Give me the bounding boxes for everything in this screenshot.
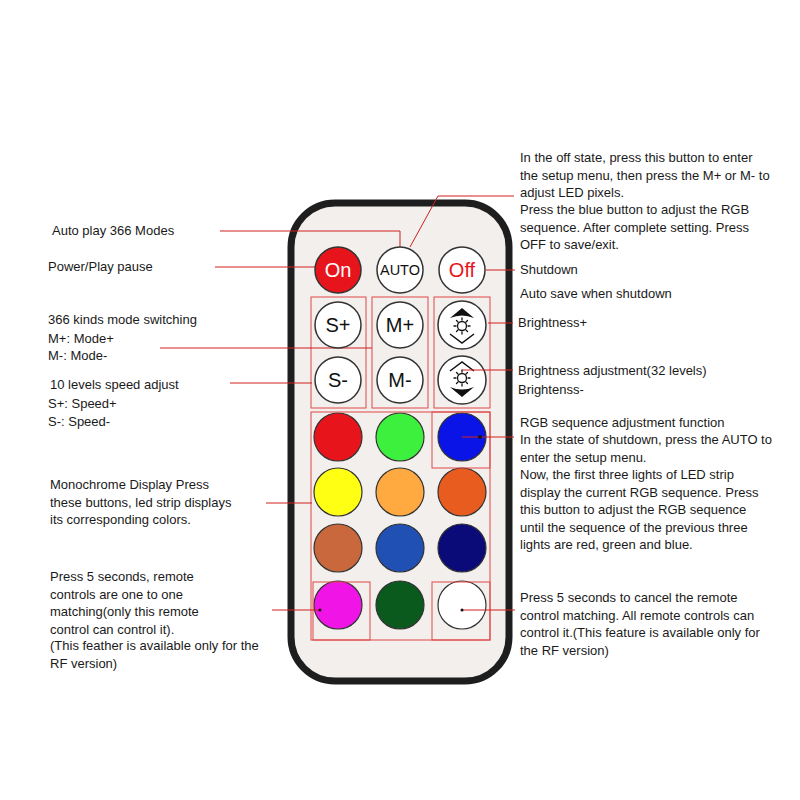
- callout-text: 10 levels speed adjust: [50, 376, 179, 394]
- button-label: On: [325, 259, 352, 282]
- callout-text: Monochrome Display Press these buttons, …: [50, 476, 242, 529]
- button-circle: [377, 357, 423, 403]
- callout-label: In the state of shutdown, press the AUTO…: [520, 432, 772, 465]
- button-label: AUTO: [380, 262, 420, 278]
- brightness-up-button: [438, 301, 486, 349]
- callout-label: S-: Speed-: [48, 414, 110, 429]
- button-label: M+: [386, 314, 414, 337]
- remote-button: Off: [438, 246, 486, 294]
- button-label: S-: [328, 369, 348, 392]
- callout-text: Auto save when shutdown: [520, 285, 672, 303]
- callout-text: In the off state, press this button to e…: [520, 149, 772, 202]
- callout-text: M-: Mode-: [48, 347, 107, 365]
- callout-text: Press 5 seconds to cancel the remote con…: [520, 589, 772, 659]
- button-label: S+: [325, 314, 350, 337]
- callout-label: Auto play 366 Modes: [52, 223, 174, 238]
- button-label: Off: [449, 259, 475, 282]
- color-buttons: [314, 413, 486, 629]
- leader-lines: [160, 196, 515, 610]
- callout-label: In the off state, press this button to e…: [520, 150, 770, 200]
- button-circle: [315, 247, 361, 293]
- callout-text: Brightenss-: [518, 381, 584, 399]
- callout-label: Press 5 seconds, remote controls are one…: [50, 569, 199, 637]
- callout-label: Auto save when shutdown: [520, 286, 672, 301]
- button-circle: [377, 302, 423, 348]
- callout-text: Shutdown: [520, 261, 578, 279]
- callout-text: 366 kinds mode switching: [48, 311, 197, 329]
- remote-button: M-: [376, 356, 424, 404]
- callout-label: Power/Play pause: [48, 259, 153, 274]
- callout-text: Now, the first three lights of LED strip…: [520, 466, 772, 554]
- remote-body: [291, 203, 509, 681]
- callout-label: RGB sequence adjustment function: [520, 415, 725, 430]
- remote-button: S-: [314, 356, 362, 404]
- callout-text: M+: Mode+: [48, 330, 114, 348]
- callout-text: Power/Play pause: [48, 258, 153, 276]
- group-brackets: [311, 297, 490, 640]
- callout-label: M-: Mode-: [48, 348, 107, 363]
- callout-label: S+: Speed+: [48, 396, 117, 411]
- callout-label: 366 kinds mode switching: [48, 312, 197, 327]
- remote-button: S+: [314, 301, 362, 349]
- button-circle: [439, 247, 485, 293]
- remote-button: AUTO: [376, 246, 424, 294]
- callout-label: Press 5 seconds to cancel the remote con…: [520, 590, 760, 658]
- callout-label: Shutdown: [520, 262, 578, 277]
- callout-text: Press 5 seconds, remote controls are one…: [50, 568, 232, 638]
- button-label: M-: [388, 369, 411, 392]
- callout-text: In the state of shutdown, press the AUTO…: [520, 431, 772, 466]
- callout-label: Brightness adjustment(32 levels): [518, 363, 707, 378]
- button-circle: [377, 247, 423, 293]
- remote-button: M+: [376, 301, 424, 349]
- callout-label: Brightenss-: [518, 382, 584, 397]
- callout-label: Monochrome Display Press these buttons, …: [50, 477, 231, 527]
- callout-text: (This feather is available only for the …: [50, 637, 265, 672]
- leader-dots: [319, 435, 483, 612]
- callout-label: Brightness+: [518, 315, 587, 330]
- callout-text: S+: Speed+: [48, 395, 117, 413]
- brightness-down-button: [438, 356, 486, 404]
- callout-text: RGB sequence adjustment function: [520, 414, 725, 432]
- button-circle: [315, 302, 361, 348]
- callout-label: (This feather is available only for the …: [50, 638, 259, 671]
- callout-text: Auto play 366 Modes: [52, 222, 174, 240]
- callout-text: Press the blue button to adjust the RGB …: [520, 201, 772, 254]
- callout-label: 10 levels speed adjust: [50, 377, 179, 392]
- button-circle: [315, 357, 361, 403]
- callout-text: S-: Speed-: [48, 413, 110, 431]
- callout-label: M+: Mode+: [48, 331, 114, 346]
- callout-label: Now, the first three lights of LED strip…: [520, 467, 758, 552]
- callout-text: Brightness adjustment(32 levels): [518, 362, 707, 380]
- callout-label: Press the blue button to adjust the RGB …: [520, 202, 749, 252]
- callout-text: Brightness+: [518, 314, 587, 332]
- remote-button: On: [314, 246, 362, 294]
